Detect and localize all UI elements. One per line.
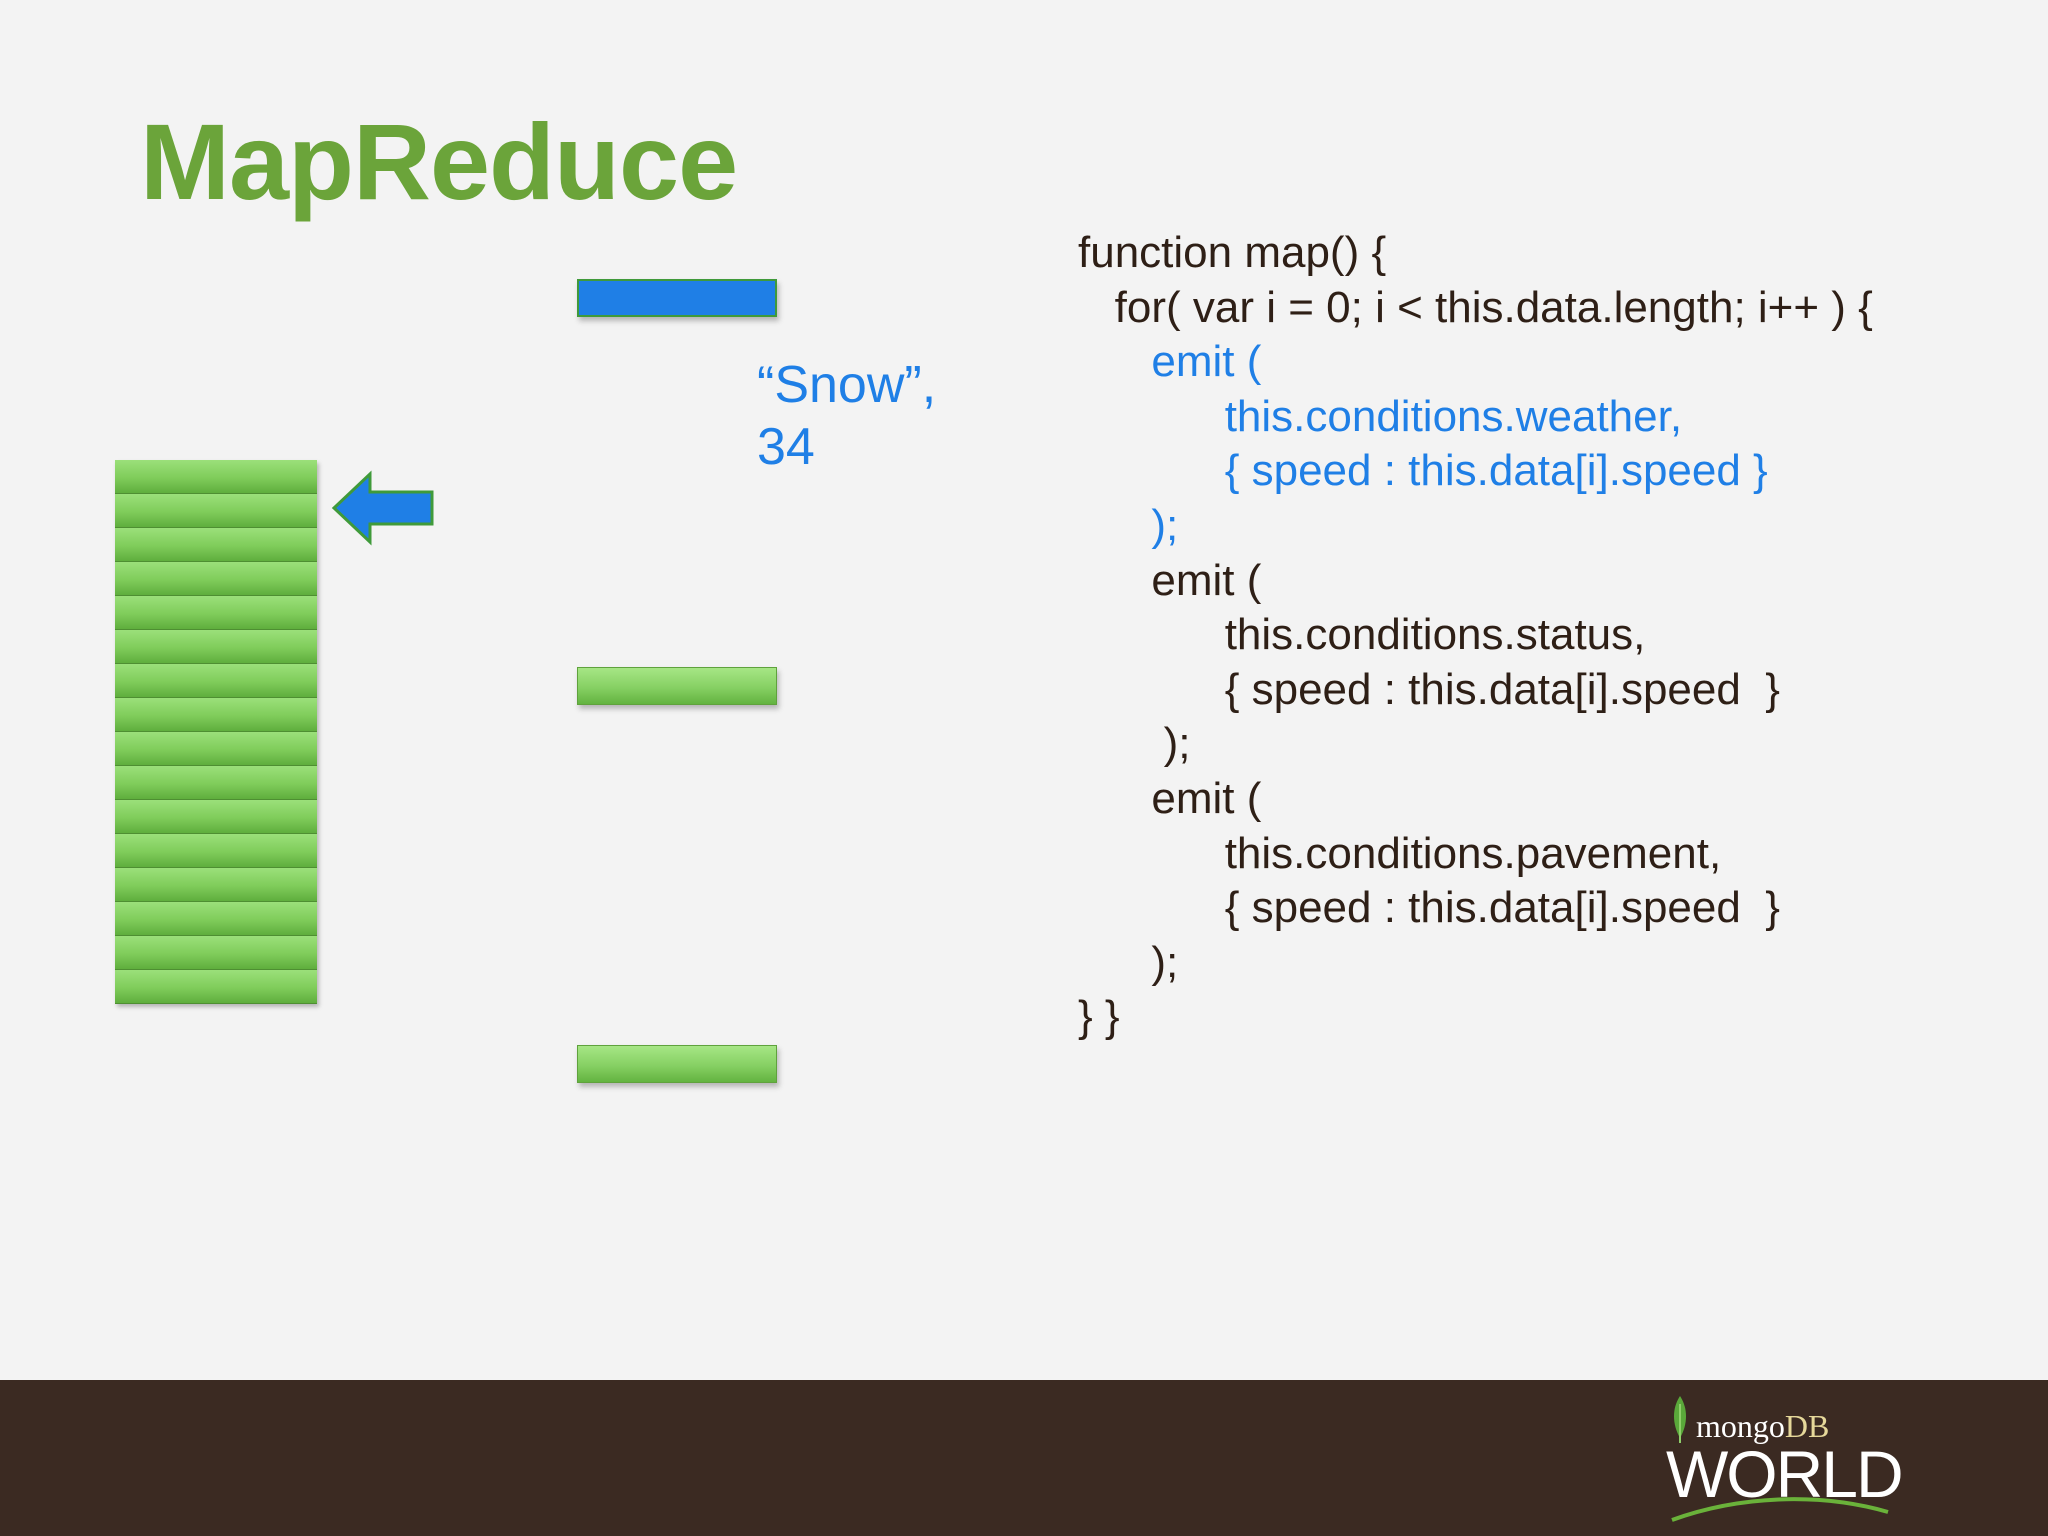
code-line: } } bbox=[1078, 992, 1120, 1042]
document-row bbox=[115, 494, 317, 528]
slide-title: MapReduce bbox=[140, 101, 738, 222]
document-row bbox=[115, 596, 317, 630]
emitted-key: “Snow”, bbox=[757, 356, 937, 414]
emitted-key-value: “Snow”, 34 bbox=[757, 354, 936, 478]
code-line: { speed : this.data[i].speed } bbox=[1078, 883, 1780, 933]
document-stack bbox=[115, 460, 317, 1004]
document-row bbox=[115, 800, 317, 834]
document-row bbox=[115, 868, 317, 902]
code-line: this.conditions.pavement, bbox=[1078, 828, 1722, 878]
emitted-value: 34 bbox=[757, 418, 815, 476]
document-row bbox=[115, 630, 317, 664]
document-row bbox=[115, 664, 317, 698]
code-line: { speed : this.data[i].speed } bbox=[1078, 664, 1780, 714]
map-output-bar-current bbox=[577, 279, 777, 317]
document-row bbox=[115, 766, 317, 800]
document-row bbox=[115, 834, 317, 868]
code-line: for( var i = 0; i < this.data.length; i+… bbox=[1078, 282, 1873, 332]
map-output-bar bbox=[577, 667, 777, 705]
map-function-code: function map() { for( var i = 0; i < thi… bbox=[1078, 226, 1873, 1045]
code-line: ); bbox=[1078, 500, 1179, 550]
logo-swoosh-icon bbox=[1671, 1497, 1889, 1522]
document-row bbox=[115, 970, 317, 1004]
left-arrow-icon bbox=[331, 470, 434, 546]
code-line: ); bbox=[1078, 937, 1179, 987]
document-row bbox=[115, 902, 317, 936]
document-row bbox=[115, 528, 317, 562]
mongodb-leaf-icon bbox=[1674, 1396, 1686, 1443]
document-row bbox=[115, 698, 317, 732]
code-line: emit ( bbox=[1078, 337, 1262, 387]
map-output-bar bbox=[577, 1045, 777, 1083]
code-line: function map() { bbox=[1078, 228, 1387, 277]
document-row bbox=[115, 562, 317, 596]
document-row bbox=[115, 936, 317, 970]
logo-wordmark-small: mongoDB bbox=[1696, 1408, 1830, 1444]
code-line: this.conditions.status, bbox=[1078, 610, 1646, 660]
code-line: emit ( bbox=[1078, 555, 1262, 605]
document-row bbox=[115, 460, 317, 494]
code-line: emit ( bbox=[1078, 773, 1262, 823]
code-line: this.conditions.weather, bbox=[1078, 391, 1683, 441]
document-row bbox=[115, 732, 317, 766]
code-line: { speed : this.data[i].speed } bbox=[1078, 446, 1768, 496]
code-line: ); bbox=[1078, 719, 1191, 769]
